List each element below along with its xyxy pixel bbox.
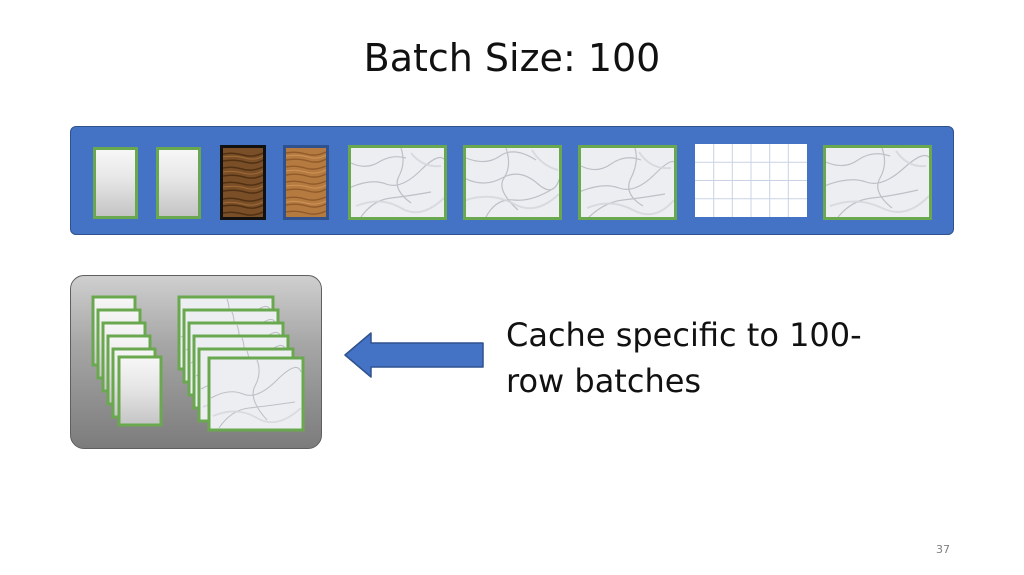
cache-box [70,275,322,449]
gray-block-stack [91,295,163,427]
marble-block-stack [177,295,305,432]
marble-block [823,145,932,220]
cache-description-line-2: row batches [506,362,702,400]
marble-texture [351,148,444,217]
page-number: 37 [936,543,950,556]
grid-texture [695,144,807,217]
dark-wood-block [220,145,266,220]
batch-bar [70,126,954,235]
light-wood-block [283,145,329,220]
left-arrow-icon [344,332,484,378]
gray-block [156,147,201,219]
grid-block [695,144,807,217]
gray-block [93,147,138,219]
marble-texture [581,148,674,217]
cache-description: Cache specific to 100- row batches [506,312,926,404]
marble-texture [826,148,929,217]
cache-description-line-1: Cache specific to 100- [506,316,862,354]
marble-texture [466,148,559,217]
light-wood-texture [286,148,326,217]
marble-block [463,145,562,220]
marble-block [578,145,677,220]
slide-title: Batch Size: 100 [363,36,661,80]
cache-contents [91,295,305,432]
marble-block [348,145,447,220]
dark-wood-texture [223,148,263,217]
